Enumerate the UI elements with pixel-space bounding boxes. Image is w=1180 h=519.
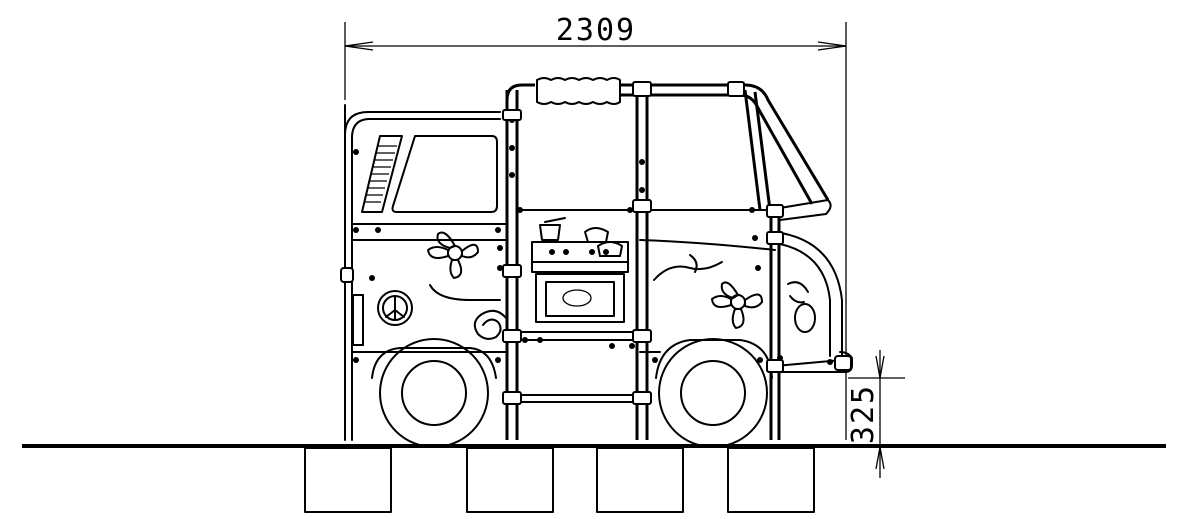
foundation-blocks bbox=[304, 447, 815, 513]
wheel-rear bbox=[379, 338, 489, 448]
overall-length-label: 2309 bbox=[556, 13, 636, 48]
headlight-decoration bbox=[787, 281, 816, 333]
grab-handle bbox=[536, 77, 621, 105]
fan-decoration-left bbox=[427, 231, 479, 279]
post-clamps bbox=[340, 81, 852, 405]
roof-frame bbox=[505, 83, 832, 221]
overall-length-dimension: 2309 bbox=[344, 13, 847, 440]
kitchen-stove bbox=[531, 217, 629, 323]
spiral-icon bbox=[473, 309, 507, 340]
vehicle-body bbox=[344, 104, 853, 441]
wheel-arches bbox=[371, 339, 773, 379]
ground-clearance-dimension: 325 bbox=[846, 350, 905, 478]
fan-decoration-right bbox=[711, 281, 763, 329]
wheel-front bbox=[658, 338, 768, 448]
swirl-decoration bbox=[429, 254, 723, 301]
frame-posts bbox=[505, 90, 781, 440]
peace-sign-icon bbox=[377, 290, 413, 326]
ground-clearance-label: 325 bbox=[846, 384, 881, 444]
